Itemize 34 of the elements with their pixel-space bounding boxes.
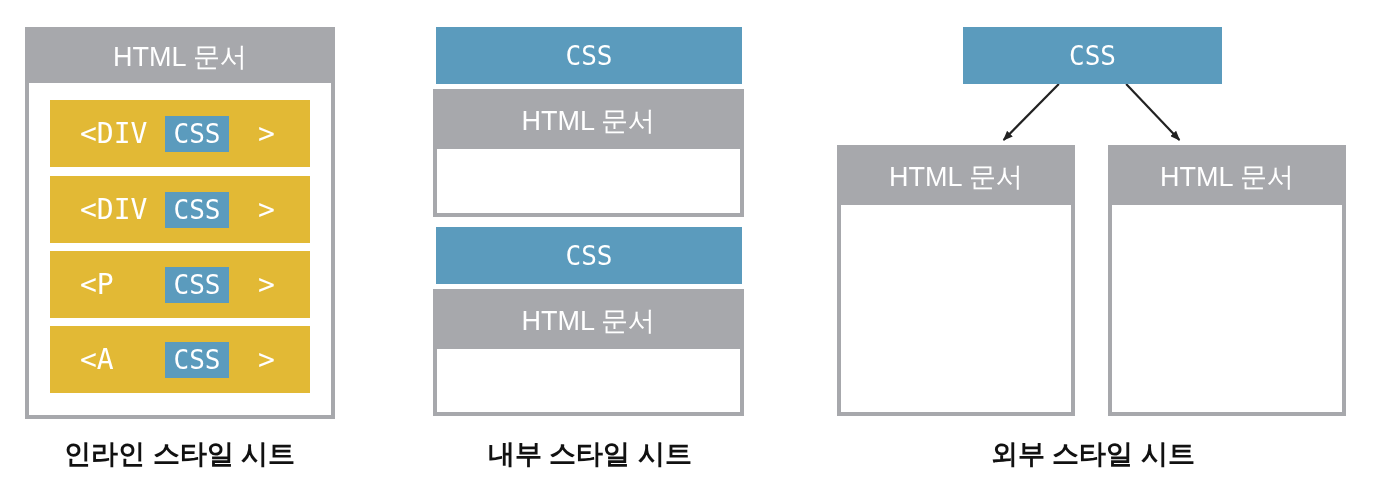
document-heading: HTML 문서: [29, 31, 331, 83]
document-heading: HTML 문서: [841, 149, 1071, 205]
tag-open-text: <P: [80, 267, 114, 303]
css-box: CSS: [436, 27, 742, 84]
tag-bar: [50, 326, 310, 393]
caption-text: 인라인 스타일 시트: [63, 438, 297, 471]
document-box: [433, 89, 744, 217]
css-box: CSS: [165, 342, 229, 378]
document-box: [433, 289, 744, 416]
tag-open-text: <A: [80, 342, 114, 378]
tag-close-text: >: [258, 267, 275, 303]
document-box: [1108, 145, 1346, 416]
css-box: CSS: [165, 267, 229, 303]
arrow: [1125, 83, 1181, 141]
document-box: [837, 145, 1075, 416]
tag-open-text: <DIV: [80, 116, 148, 152]
tag-close-text: >: [258, 342, 275, 378]
tag-bar: [50, 100, 310, 167]
css-box: CSS: [436, 227, 742, 284]
arrow: [1002, 83, 1060, 141]
tag-close-text: >: [258, 192, 275, 228]
document-heading: HTML 문서: [437, 93, 740, 149]
document-heading: HTML 문서: [1112, 149, 1342, 205]
tag-open-text: <DIV: [80, 192, 148, 228]
css-box: CSS: [165, 192, 229, 228]
caption-text: 외부 스타일 시트: [990, 438, 1196, 471]
caption-text: 내부 스타일 시트: [487, 438, 693, 471]
css-box: CSS: [165, 116, 229, 152]
css-box: CSS: [963, 27, 1222, 84]
document-heading: HTML 문서: [437, 293, 740, 349]
tag-close-text: >: [258, 116, 275, 152]
document-box: [25, 27, 335, 419]
tag-bar: [50, 176, 310, 243]
tag-bar: [50, 251, 310, 318]
